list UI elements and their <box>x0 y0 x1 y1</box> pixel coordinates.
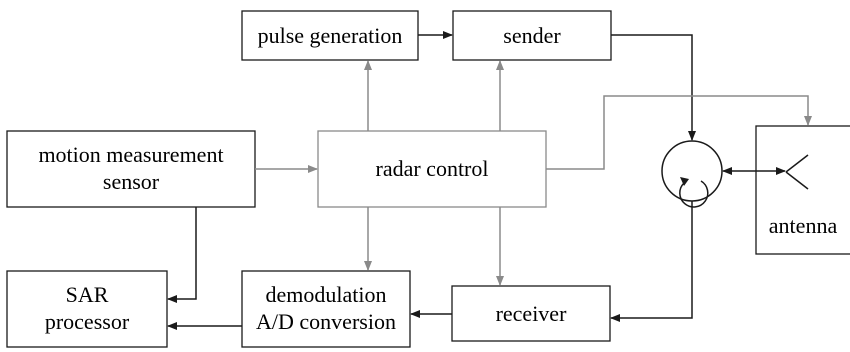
antenna-block: antenna <box>755 125 850 255</box>
sensor-to-sar-arrow <box>167 207 197 303</box>
radar-control-label: radar control <box>376 156 489 181</box>
motion-sensor-label-line2: sensor <box>103 169 160 194</box>
sender-block: sender <box>452 10 612 61</box>
motion-sensor-label-line1: motion measurement <box>38 142 223 167</box>
antenna-label: antenna <box>769 213 838 238</box>
sar-processor-label-line1: SAR <box>66 282 109 307</box>
pulse-generation-block: pulse generation <box>241 10 419 61</box>
demodulation-label-line2: A/D conversion <box>256 309 396 334</box>
demodulation-label-line1: demodulation <box>266 282 387 307</box>
antenna-icon <box>785 154 809 190</box>
sender-to-circulator-arrow <box>611 34 696 141</box>
motion-measurement-sensor-block: motion measurement sensor <box>6 130 256 208</box>
pulse-generation-label: pulse generation <box>258 23 403 48</box>
receiver-label: receiver <box>496 301 567 326</box>
receiver-block: receiver <box>451 285 611 342</box>
control-to-antenna-arrow <box>546 95 812 170</box>
demodulation-block: demodulation A/D conversion <box>241 270 411 348</box>
circulator-to-receiver-arrow <box>610 201 693 322</box>
sender-label: sender <box>503 23 561 48</box>
sar-processor-block: SAR processor <box>6 270 168 348</box>
circulator-icon <box>661 140 723 208</box>
radar-control-block: radar control <box>317 130 547 208</box>
sar-processor-label-line2: processor <box>45 309 130 334</box>
